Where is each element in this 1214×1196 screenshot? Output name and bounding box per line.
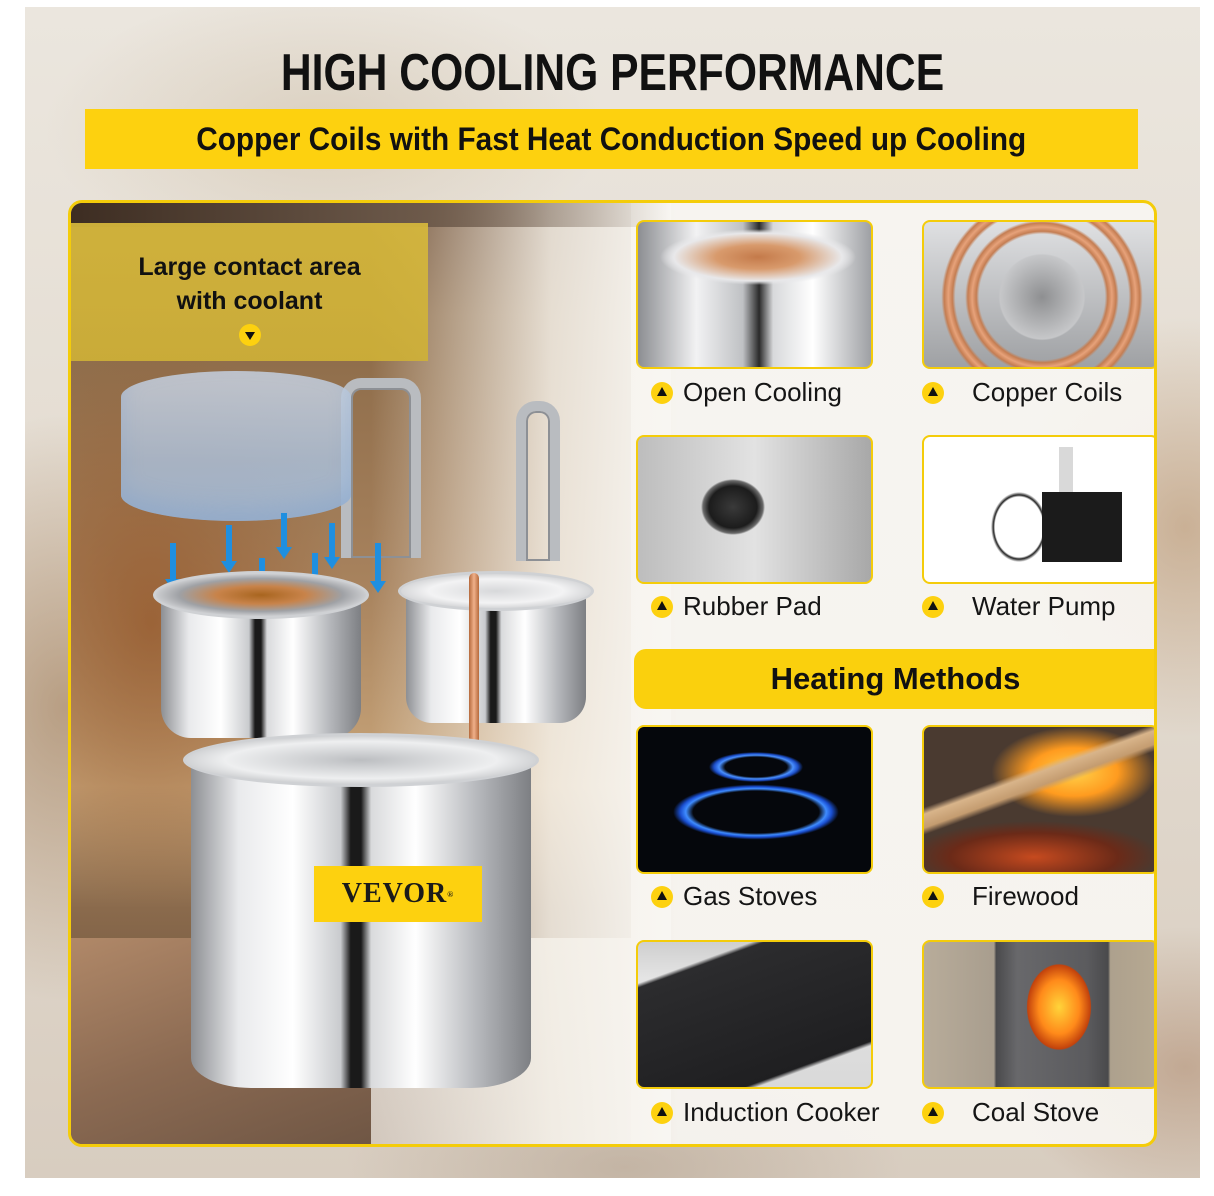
cooling-pot-rim — [153, 571, 369, 619]
steam-hose-right — [516, 401, 560, 561]
triangle-down-bullet-icon — [238, 324, 261, 346]
subtitle-text: Copper Coils with Fast Heat Conduction S… — [196, 120, 1027, 157]
hero-caption: Large contact area with coolant — [71, 223, 428, 361]
registered-mark: ® — [447, 889, 455, 899]
heating-image-gas-stoves — [636, 725, 873, 874]
copper-pipe — [469, 573, 479, 763]
caption-line-1: Large contact area — [138, 253, 361, 281]
feature-image-copper-coils — [922, 220, 1154, 369]
triangle-up-bullet-icon — [651, 885, 673, 908]
heating-image-firewood — [922, 725, 1154, 874]
heating-label-coal-stove: Coal Stove — [922, 1097, 1099, 1128]
heating-image-induction-cooker — [636, 940, 873, 1089]
heating-label-gas-stoves: Gas Stoves — [651, 881, 817, 912]
main-title: HIGH COOLING PERFORMANCE — [280, 44, 945, 102]
triangle-up-bullet-icon — [651, 381, 673, 404]
heating-methods-title: Heating Methods — [770, 661, 1021, 696]
feature-label-rubber-pad: Rubber Pad — [651, 591, 822, 622]
caption-line-2: with coolant — [176, 287, 323, 315]
feature-label-open-cooling: Open Cooling — [651, 377, 842, 408]
triangle-up-bullet-icon — [922, 381, 944, 404]
triangle-up-bullet-icon — [651, 595, 673, 618]
arrow-down-icon — [276, 513, 292, 559]
steam-hose-left — [341, 378, 421, 558]
feature-image-open-cooling — [636, 220, 873, 369]
feature-label-copper-coils: Copper Coils — [922, 377, 1122, 408]
boiler-pot — [191, 758, 531, 1088]
heating-label-firewood: Firewood — [922, 881, 1079, 912]
feature-image-water-pump — [922, 435, 1154, 584]
thumper-pot-lid — [398, 571, 594, 611]
arrow-down-icon — [324, 523, 340, 569]
brand-logo: VEVOR® — [314, 866, 482, 922]
triangle-up-bullet-icon — [651, 1101, 673, 1124]
boiler-lid — [183, 733, 539, 787]
heating-label-induction-cooker: Induction Cooker — [651, 1097, 880, 1128]
arrow-down-icon — [165, 543, 181, 591]
content-frame: Large contact area with coolant VEVOR® — [68, 200, 1157, 1147]
heating-image-coal-stove — [922, 940, 1154, 1089]
triangle-up-bullet-icon — [922, 1101, 944, 1124]
feature-label-water-pump: Water Pump — [922, 591, 1116, 622]
arrow-down-icon — [221, 525, 237, 573]
brand-text: VEVOR — [341, 878, 448, 909]
arrow-down-icon — [370, 543, 386, 593]
subtitle-band: Copper Coils with Fast Heat Conduction S… — [85, 109, 1138, 169]
feature-image-rubber-pad — [636, 435, 873, 584]
product-infographic: HIGH COOLING PERFORMANCE Copper Coils wi… — [25, 7, 1200, 1178]
triangle-up-bullet-icon — [922, 885, 944, 908]
triangle-up-bullet-icon — [922, 595, 944, 618]
coolant-water-illustration — [121, 371, 351, 521]
heating-methods-header: Heating Methods — [634, 649, 1154, 709]
